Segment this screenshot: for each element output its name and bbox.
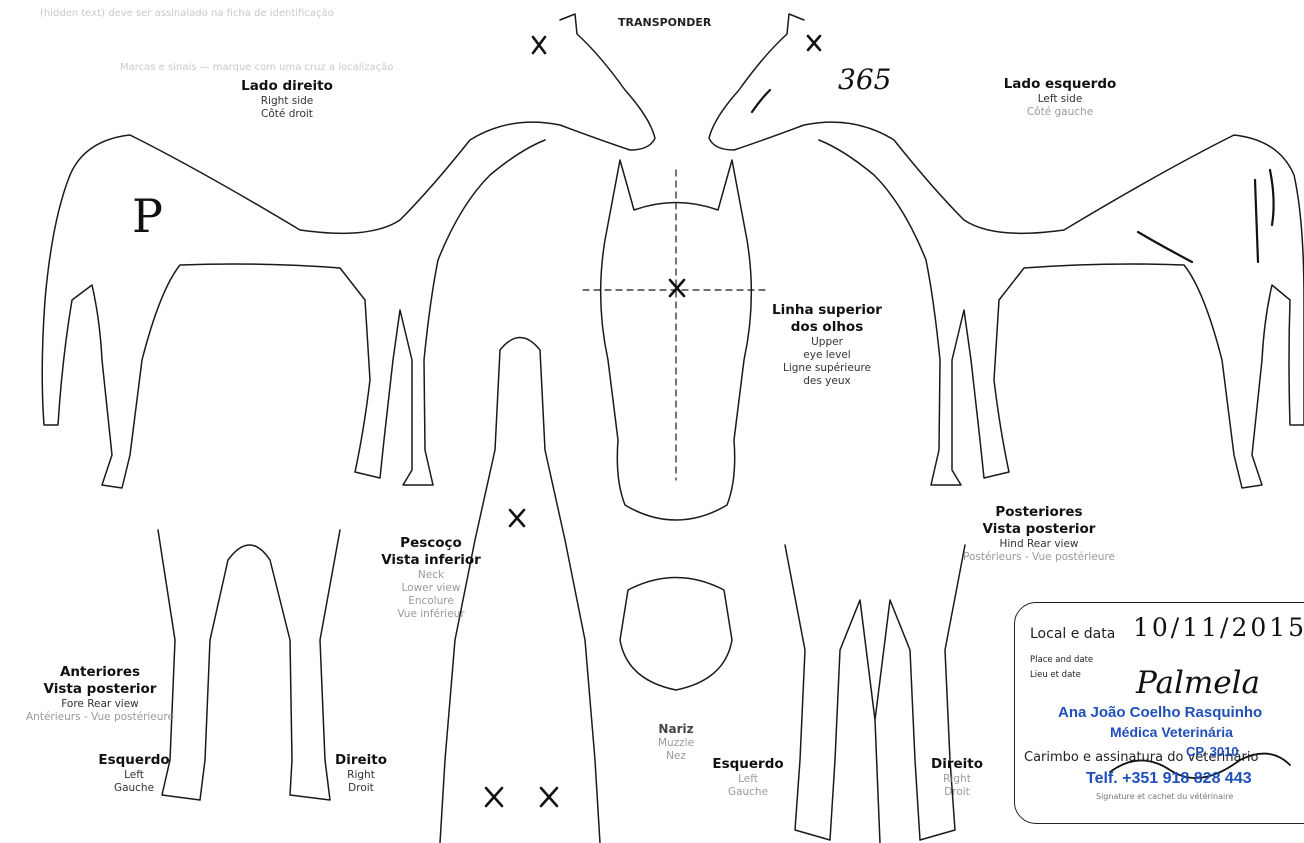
right-side-fr: Côté droit bbox=[232, 108, 342, 121]
fore-right-pt: Direito bbox=[326, 752, 396, 769]
mark-cross-chest-left bbox=[486, 788, 502, 806]
fore-label: Anteriores Vista posterior Fore Rear vie… bbox=[4, 664, 196, 724]
place-date-en: Place and date bbox=[1030, 655, 1093, 666]
mark-cross-right-neck bbox=[533, 37, 545, 53]
muzzle-en: Muzzle bbox=[646, 737, 706, 750]
eye-level-fr-2: des yeux bbox=[762, 375, 892, 388]
handwritten-stroke-tail-2 bbox=[1270, 170, 1274, 225]
hind-right-en: Right bbox=[922, 773, 992, 786]
right-side-en: Right side bbox=[232, 95, 342, 108]
fore-left-pt: Esquerdo bbox=[92, 752, 176, 769]
eye-level-pt-1: Linha superior bbox=[762, 302, 892, 319]
left-side-en: Left side bbox=[1000, 93, 1120, 106]
fore-left-en: Left bbox=[92, 769, 176, 782]
fore-pt-2: Vista posterior bbox=[4, 681, 196, 698]
handwritten-place: Palmela bbox=[1136, 664, 1260, 703]
place-date-fr: Lieu et date bbox=[1030, 670, 1081, 681]
fore-fr: Antérieurs - Vue postérieure bbox=[4, 711, 196, 724]
right-side-pt: Lado direito bbox=[232, 78, 342, 95]
hind-pt-2: Vista posterior bbox=[944, 521, 1134, 538]
muzzle-fr: Nez bbox=[646, 750, 706, 763]
eye-level-en-2: eye level bbox=[762, 349, 892, 362]
faint-header-line-2: Marcas e sinais — marque com uma cruz a … bbox=[120, 62, 393, 73]
hind-label: Posteriores Vista posterior Hind Rear vi… bbox=[944, 504, 1134, 564]
handwritten-date: 10/11/2015 bbox=[1133, 612, 1304, 643]
hind-left-en: Left bbox=[706, 773, 790, 786]
fore-left-fr: Gauche bbox=[92, 782, 176, 795]
neck-pt-1: Pescoço bbox=[370, 535, 492, 552]
stamp-name: Ana João Coelho Rasquinho bbox=[1058, 704, 1262, 721]
eye-level-en-1: Upper bbox=[762, 336, 892, 349]
neck-en-1: Neck bbox=[370, 569, 492, 582]
hind-right-pt: Direito bbox=[922, 756, 992, 773]
neck-fr-1: Encolure bbox=[370, 595, 492, 608]
mark-cross-face bbox=[670, 280, 684, 296]
muzzle-label: Nariz Muzzle Nez bbox=[646, 722, 706, 763]
hind-en: Hind Rear view bbox=[944, 538, 1134, 551]
hind-left-pt: Esquerdo bbox=[706, 756, 790, 773]
fore-pt-1: Anteriores bbox=[4, 664, 196, 681]
fore-left-label: Esquerdo Left Gauche bbox=[92, 752, 176, 795]
fore-right-en: Right bbox=[326, 769, 396, 782]
handwritten-stroke-tail bbox=[1255, 180, 1258, 262]
mark-cross-left-neck bbox=[808, 36, 820, 50]
place-date-pt: Local e data bbox=[1030, 626, 1115, 644]
muzzle-pt: Nariz bbox=[646, 722, 706, 737]
fore-en: Fore Rear view bbox=[4, 698, 196, 711]
neck-label: Pescoço Vista inferior Neck Lower view E… bbox=[370, 535, 492, 621]
stamp-cp: CP. 3010 bbox=[1186, 744, 1239, 759]
hind-fr: Postérieurs - Vue postérieure bbox=[944, 551, 1134, 564]
handwritten-number: 365 bbox=[838, 62, 891, 97]
eye-level-label: Linha superior dos olhos Upper eye level… bbox=[762, 302, 892, 388]
right-side-label: Lado direito Right side Côté droit bbox=[232, 78, 342, 121]
left-side-pt: Lado esquerdo bbox=[1000, 76, 1120, 93]
stamp-title: Médica Veterinária bbox=[1110, 724, 1233, 740]
faint-header-line-1: (hidden text) deve ser assinalado na fic… bbox=[40, 8, 334, 19]
muzzle-outline bbox=[620, 578, 732, 691]
hind-left-label: Esquerdo Left Gauche bbox=[706, 756, 790, 799]
mark-cross-neck bbox=[510, 510, 524, 526]
handwritten-stroke-neck bbox=[752, 90, 770, 112]
fore-right-label: Direito Right Droit bbox=[326, 752, 396, 795]
eye-level-pt-2: dos olhos bbox=[762, 319, 892, 336]
handwritten-stroke-flank bbox=[1138, 232, 1192, 262]
signature-caption-fr: Signature et cachet du vétérinaire bbox=[1096, 792, 1233, 802]
neck-pt-2: Vista inferior bbox=[370, 552, 492, 569]
brand-mark: P bbox=[132, 188, 163, 246]
transponder-label: TRANSPONDER bbox=[618, 16, 711, 30]
left-side-fr: Côté gauche bbox=[1000, 106, 1120, 119]
neck-fr-2: Vue inférieur bbox=[370, 608, 492, 621]
right-side-horse-outline bbox=[42, 14, 655, 488]
stamp-phone: Telf. +351 918 828 443 bbox=[1086, 770, 1252, 788]
left-side-label: Lado esquerdo Left side Côté gauche bbox=[1000, 76, 1120, 119]
hind-right-label: Direito Right Droit bbox=[922, 756, 992, 799]
hind-right-fr: Droit bbox=[922, 786, 992, 799]
mark-cross-chest-right bbox=[541, 788, 557, 806]
hind-pt-1: Posteriores bbox=[944, 504, 1134, 521]
neck-en-2: Lower view bbox=[370, 582, 492, 595]
eye-level-fr-1: Ligne supérieure bbox=[762, 362, 892, 375]
fore-right-fr: Droit bbox=[326, 782, 396, 795]
hind-left-fr: Gauche bbox=[706, 786, 790, 799]
